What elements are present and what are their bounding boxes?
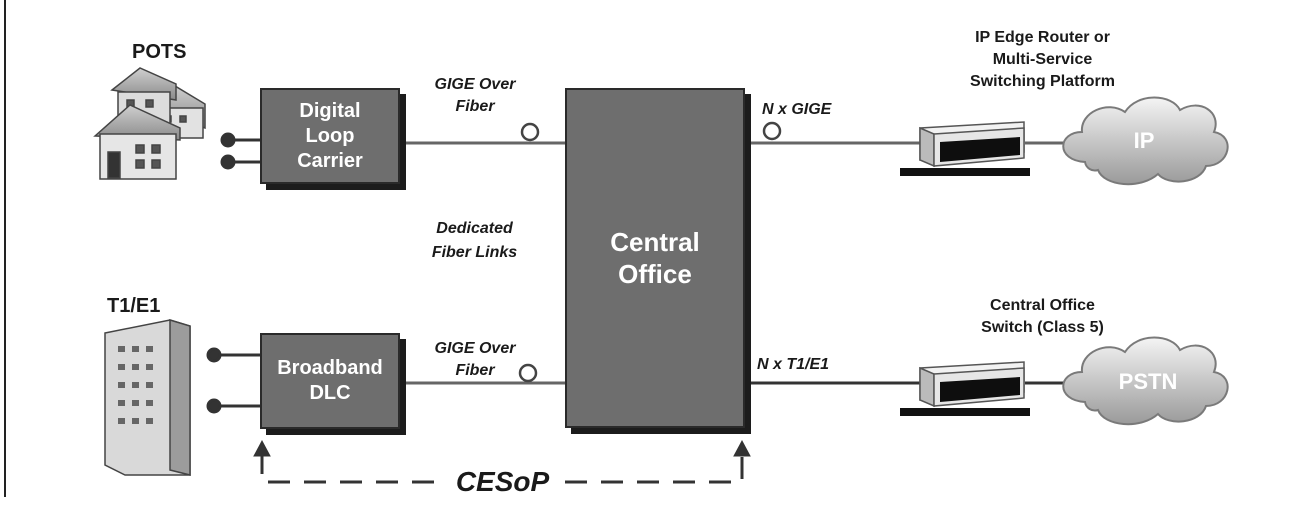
- ip-edge-router-label-3: Switching Platform: [970, 73, 1115, 90]
- t1e1-label: T1/E1: [107, 295, 161, 317]
- t1e1-connectors: [206, 347, 262, 414]
- switch-icon: [900, 361, 1030, 416]
- dedicated-fiber-links-label-1: Dedicated: [436, 220, 513, 237]
- fiber-node-icon: [520, 122, 540, 142]
- pstn-cloud-label: PSTN: [1118, 369, 1178, 394]
- gige-over-fiber-bottom-label-1: GIGE Over: [434, 340, 516, 357]
- router-icon: [900, 121, 1030, 176]
- ip-edge-router-label-2: Multi-Service: [992, 51, 1093, 68]
- broadband-dlc-label: Broadband DLC: [277, 357, 383, 404]
- pstn-cloud-icon: [1062, 336, 1229, 426]
- ip-cloud-icon: [1062, 96, 1229, 186]
- houses-icon: [93, 67, 206, 180]
- cesop-connector: [253, 439, 751, 484]
- cesop-label: CESoP: [455, 466, 550, 497]
- co-switch-label-2: Switch (Class 5): [981, 319, 1104, 336]
- gige-over-fiber-bottom-label-2: Fiber: [455, 362, 495, 379]
- co-switch-label-1: Central Office: [990, 297, 1095, 314]
- n-x-t1e1-label: N x T1/E1: [757, 356, 830, 373]
- pots-connectors: [220, 132, 262, 170]
- gige-over-fiber-top-label-1: GIGE Over: [434, 76, 516, 93]
- digital-loop-carrier-label: Digital Loop Carrier: [297, 99, 363, 172]
- fiber-node-icon: [518, 363, 538, 383]
- dedicated-fiber-links-label-2: Fiber Links: [431, 244, 518, 261]
- ip-cloud-label: IP: [1133, 128, 1155, 153]
- gige-over-fiber-top-label-2: Fiber: [455, 98, 495, 115]
- ip-edge-router-label-1: IP Edge Router or: [975, 29, 1110, 46]
- pots-label: POTS: [132, 41, 187, 63]
- digital-loop-carrier-box: Digital Loop Carrier: [260, 88, 400, 184]
- building-icon: [104, 318, 191, 476]
- gige-node-icon: [762, 121, 782, 141]
- n-x-gige-label: N x GIGE: [762, 101, 832, 118]
- central-office-box: Central Office: [565, 88, 745, 428]
- central-office-label: Central Office: [610, 226, 700, 290]
- broadband-dlc-box: Broadband DLC: [260, 333, 400, 429]
